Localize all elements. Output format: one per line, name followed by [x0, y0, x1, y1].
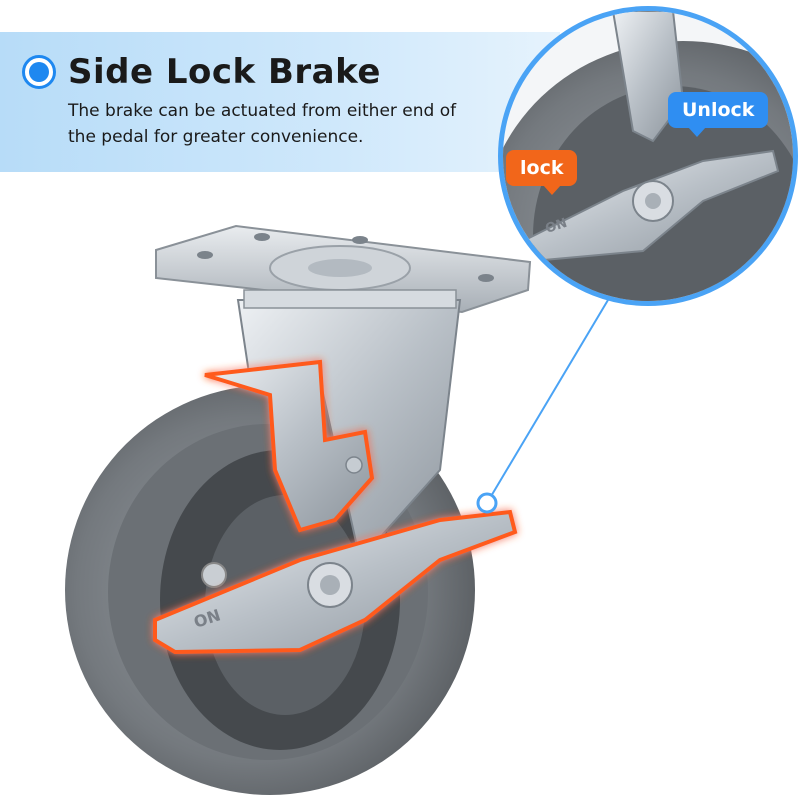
header-banner [0, 32, 560, 172]
brake-assembly: ON [153, 359, 518, 655]
brake-arm [204, 359, 375, 533]
axle-nut-icon [201, 562, 227, 588]
radio-dot-icon [22, 55, 56, 89]
callout-anchor-dot [476, 492, 498, 514]
page-title: Side Lock Brake [68, 52, 381, 92]
lock-callout: lock [506, 150, 578, 195]
callout-connector-line [486, 299, 609, 504]
svg-text:ON: ON [544, 216, 569, 237]
unlock-callout: Unlock [668, 92, 769, 137]
feature-description: The brake can be actuated from either en… [68, 101, 457, 147]
rivet-icon [345, 456, 363, 474]
title-row: Side Lock Brake [22, 52, 381, 92]
